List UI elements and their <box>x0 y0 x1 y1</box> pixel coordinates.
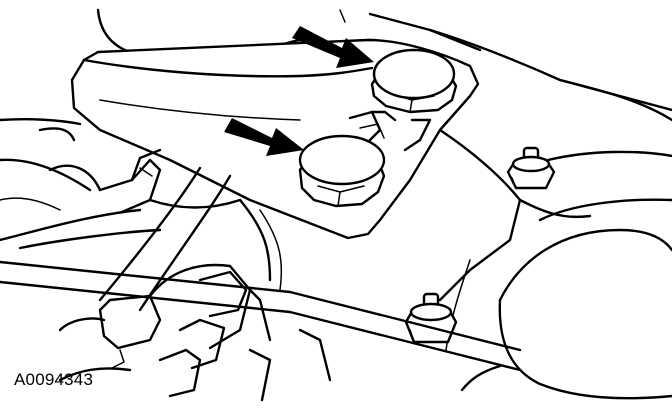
figure-reference-code: A0094343 <box>14 370 94 389</box>
hose-assembly <box>0 118 242 250</box>
stud-nut-lower <box>404 292 458 344</box>
stud-nut-right <box>506 146 556 190</box>
lower-connectors <box>58 263 332 402</box>
arrow-icon-lower <box>224 118 304 156</box>
arrow-icon-upper <box>292 26 374 68</box>
upper-bolt <box>370 48 458 114</box>
lower-bolt <box>298 134 386 208</box>
